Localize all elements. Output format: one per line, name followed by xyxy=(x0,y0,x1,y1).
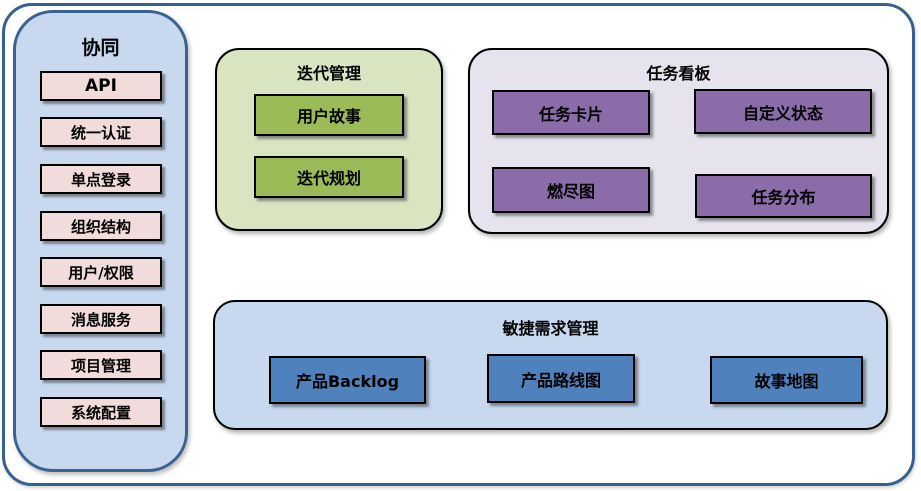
node-product-roadmap: 产品路线图 xyxy=(487,354,635,403)
node-task-card: 任务卡片 xyxy=(492,90,650,135)
panel-collaboration-title: 协同 xyxy=(81,37,120,59)
node-single-sign-on: 单点登录 xyxy=(40,164,162,194)
node-user-permissions: 用户/权限 xyxy=(40,257,162,287)
node-project-management: 项目管理 xyxy=(40,350,162,380)
node-api: API xyxy=(40,71,162,101)
panel-agile-requirements: 敏捷需求管理 产品Backlog 产品路线图 故事地图 xyxy=(213,300,888,430)
node-unified-auth: 统一认证 xyxy=(40,117,162,147)
panel-agile-requirements-title: 敏捷需求管理 xyxy=(502,319,599,338)
panel-task-board-title: 任务看板 xyxy=(646,64,711,83)
node-product-backlog: 产品Backlog xyxy=(269,356,426,404)
panel-iteration-title: 迭代管理 xyxy=(296,64,361,83)
node-user-story: 用户故事 xyxy=(254,94,404,136)
node-custom-status: 自定义状态 xyxy=(694,89,872,134)
panel-iteration-management: 迭代管理 用户故事 迭代规划 xyxy=(215,48,443,231)
node-burndown-chart: 燃尽图 xyxy=(492,167,650,213)
node-system-config: 系统配置 xyxy=(40,397,162,427)
panel-task-board: 任务看板 任务卡片 自定义状态 燃尽图 任务分布 xyxy=(468,48,889,234)
panel-collaboration: 协同 API 统一认证 单点登录 组织结构 用户/权限 消息服务 项目管理 系统… xyxy=(13,10,188,472)
node-message-service: 消息服务 xyxy=(40,304,162,334)
node-org-structure: 组织结构 xyxy=(40,211,162,241)
node-task-distribution: 任务分布 xyxy=(695,174,872,218)
node-story-map: 故事地图 xyxy=(710,356,863,404)
node-iteration-planning: 迭代规划 xyxy=(254,156,404,198)
